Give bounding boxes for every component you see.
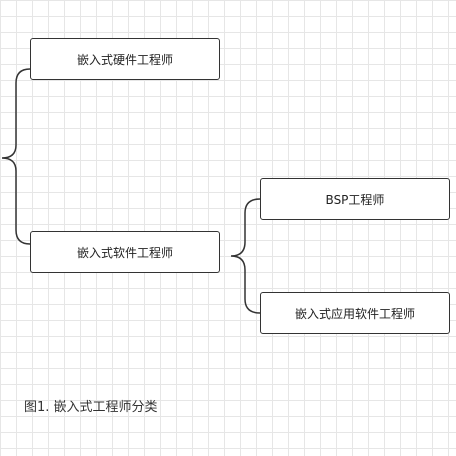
node-bsp-label: BSP工程师 — [325, 192, 385, 207]
node-bsp-engineer: BSP工程师 — [260, 178, 450, 220]
node-app-label: 嵌入式应用软件工程师 — [294, 306, 415, 321]
node-software-engineer: 嵌入式软件工程师 — [30, 231, 220, 273]
node-hardware-engineer: 嵌入式硬件工程师 — [30, 38, 220, 80]
node-software-label: 嵌入式软件工程师 — [76, 245, 173, 260]
node-hardware-label: 嵌入式硬件工程师 — [76, 52, 173, 67]
software-bracket — [230, 198, 261, 314]
root-bracket — [1, 68, 31, 245]
node-app-software-engineer: 嵌入式应用软件工程师 — [260, 292, 450, 334]
figure-caption: 图1. 嵌入式工程师分类 — [24, 400, 158, 415]
